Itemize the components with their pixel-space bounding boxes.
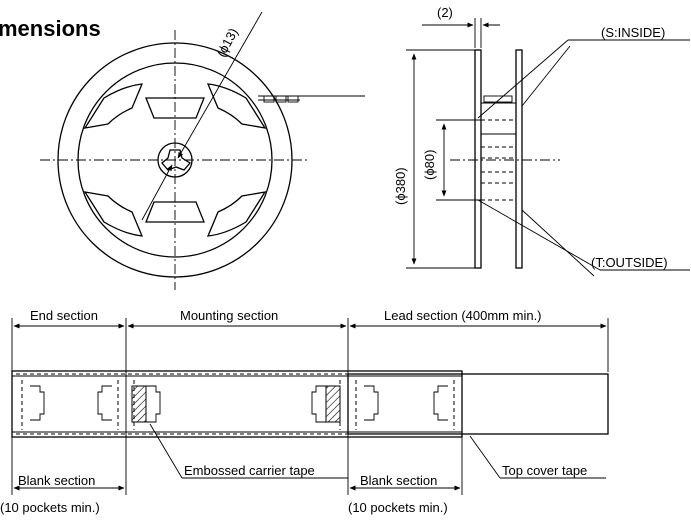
blank-pockets-left-label: (10 pockets min.): [0, 500, 100, 515]
reel-front-view: [40, 11, 365, 290]
flange-width-label: (2): [437, 5, 453, 20]
lead-section-label: Lead section (400mm min.): [384, 308, 542, 323]
reel-window: [206, 83, 267, 129]
cover-tape-label: Top cover tape: [502, 463, 587, 478]
hub-outer-diameter-label: (ϕ80): [422, 150, 437, 180]
inside-label: (S:INSIDE): [601, 25, 665, 40]
reel-flange-left: [474, 49, 482, 269]
reel-side-view: [406, 18, 690, 277]
tape-diagram: [11, 318, 609, 495]
blank-section-left-label: Blank section: [18, 473, 95, 488]
mounting-section-label: Mounting section: [180, 308, 278, 323]
outer-diameter-label: (ϕ380): [393, 167, 408, 205]
end-section-label: End section: [30, 308, 98, 323]
reel-window: [145, 201, 205, 223]
reel-window: [83, 191, 144, 237]
reel-window: [145, 97, 205, 119]
hub-diameter-label: (ϕ13): [213, 26, 241, 60]
outside-label: (T:OUTSIDE): [591, 255, 668, 270]
blank-pockets-right-label: (10 pockets min.): [348, 500, 448, 515]
top-cover-tape: [347, 373, 609, 435]
carrier-tape: [11, 370, 463, 438]
blank-section-right-label: Blank section: [360, 473, 437, 488]
embossed-tape-label: Embossed carrier tape: [184, 463, 315, 478]
page-title: mensions: [0, 16, 101, 41]
reel-window: [83, 83, 144, 129]
reel-window: [206, 191, 267, 237]
reel-flange-right: [515, 49, 523, 269]
component: [325, 385, 341, 423]
component: [131, 385, 147, 423]
